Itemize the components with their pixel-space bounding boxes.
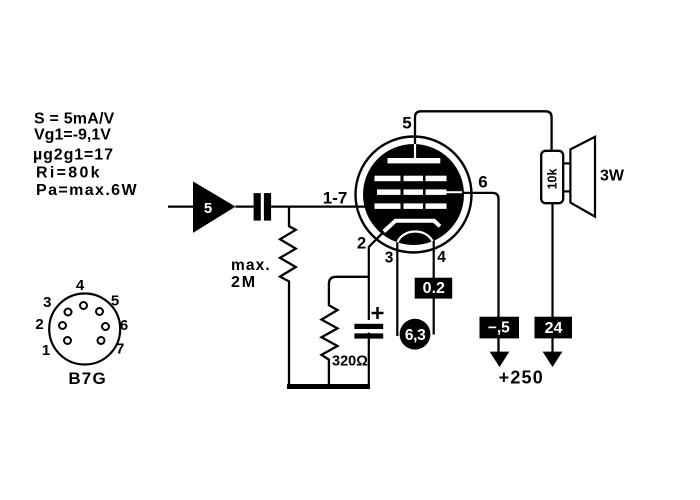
svg-text:Vg1=-9,1V: Vg1=-9,1V <box>34 127 111 144</box>
svg-text:5: 5 <box>402 114 411 133</box>
svg-text:Ri=80k: Ri=80k <box>36 165 102 182</box>
svg-text:B7G: B7G <box>68 369 107 388</box>
svg-text:3: 3 <box>385 250 394 267</box>
svg-text:4: 4 <box>76 277 85 294</box>
svg-text:4: 4 <box>437 249 446 266</box>
svg-text:6,3: 6,3 <box>405 327 426 344</box>
svg-text:24: 24 <box>545 320 563 337</box>
svg-text:2: 2 <box>35 316 43 333</box>
svg-text:10k: 10k <box>545 169 559 190</box>
svg-text:7: 7 <box>116 341 124 358</box>
svg-text:2: 2 <box>357 234 366 252</box>
svg-text:1-7: 1-7 <box>323 189 348 208</box>
svg-text:3W: 3W <box>600 168 625 185</box>
svg-text:6: 6 <box>478 173 487 192</box>
svg-text:Pa=max.6W: Pa=max.6W <box>36 182 138 199</box>
svg-text:2M: 2M <box>231 274 257 291</box>
svg-text:S = 5mA/V: S = 5mA/V <box>34 111 115 128</box>
svg-text:5: 5 <box>111 293 119 310</box>
svg-text:−,5: −,5 <box>488 320 510 337</box>
svg-text:5: 5 <box>204 200 212 217</box>
svg-text:+250: +250 <box>499 368 544 388</box>
svg-text:1: 1 <box>42 342 50 359</box>
svg-text:µg2g1=17: µg2g1=17 <box>33 147 114 164</box>
svg-text:max.: max. <box>231 257 271 274</box>
svg-text:0.2: 0.2 <box>423 280 445 297</box>
svg-text:320Ω: 320Ω <box>332 354 368 370</box>
svg-text:6: 6 <box>120 317 128 334</box>
svg-text:3: 3 <box>43 294 51 311</box>
